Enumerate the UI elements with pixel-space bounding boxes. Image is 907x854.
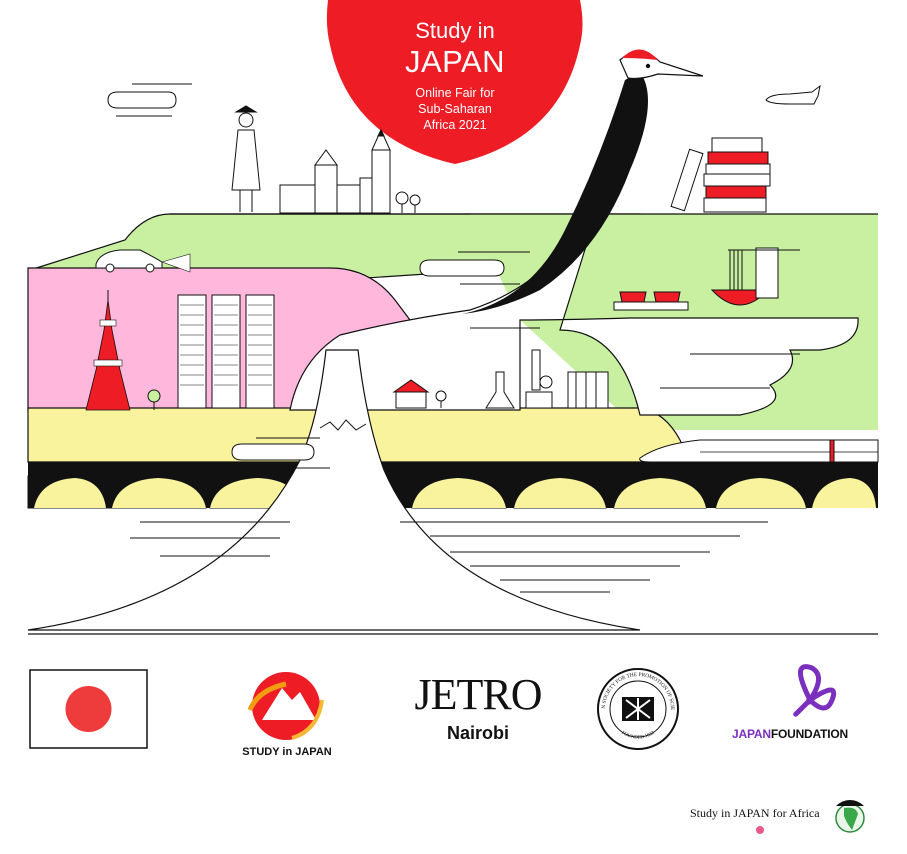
japan-foundation-label-b: FOUNDATION xyxy=(770,727,848,741)
apartment-towers-icon xyxy=(177,294,275,409)
badge-title-line2: JAPAN xyxy=(404,44,506,79)
japan-flag-icon xyxy=(29,669,148,749)
jsps-seal-icon xyxy=(597,668,679,750)
study-in-japan-logo-icon xyxy=(247,672,324,740)
tree-icon xyxy=(147,389,161,410)
small-trees-icon xyxy=(395,191,421,213)
badge-subtitle-line1: Online Fair for xyxy=(415,86,495,100)
svg-text:FOUNDED 1932: FOUNDED 1932 xyxy=(620,730,656,740)
ramen-bowl-icon xyxy=(710,247,800,306)
japan-foundation-label-a: JAPAN xyxy=(732,727,771,741)
airplane-icon xyxy=(765,84,821,105)
jetro-logo-city: Nairobi xyxy=(446,723,509,743)
sun-badge xyxy=(326,0,583,164)
bullet-train-icon xyxy=(639,439,879,463)
water-lines xyxy=(130,521,768,593)
pencil-icon xyxy=(371,128,391,214)
cloud-icon xyxy=(107,83,530,469)
bento-bowls-icon xyxy=(613,291,689,311)
jsps-founded-label: FOUNDED 1932 xyxy=(620,730,656,740)
bridge-deck xyxy=(28,462,878,476)
badge-subtitle: Online Fair for Sub-Saharan Africa 2021 xyxy=(330,85,580,133)
school-house-icon xyxy=(392,379,447,409)
japan-foundation-label: JAPANFOUNDATION xyxy=(720,727,860,741)
books-icon xyxy=(670,137,771,213)
badge-subtitle-line3: Africa 2021 xyxy=(423,118,487,132)
badge-title-line1: Study in xyxy=(415,18,495,43)
jsps-ring-label: JAPAN SOCIETY FOR THE PROMOTION OF SCIEN… xyxy=(597,668,675,710)
study-in-japan-logo-label: STUDY in JAPAN xyxy=(242,746,332,758)
japan-foundation-butterfly-icon xyxy=(793,664,837,717)
jetro-logo-wordmark: JETRO xyxy=(414,670,543,719)
cherry-blossom-icon xyxy=(756,826,764,834)
badge-subtitle-line2: Sub-Saharan xyxy=(418,102,492,116)
wing-lines xyxy=(470,327,800,389)
crane-crown xyxy=(622,49,658,60)
tokyo-tower-icon xyxy=(85,290,131,411)
africa-globe-icon xyxy=(835,800,865,833)
fuji-snow xyxy=(319,419,367,431)
study-in-japan-for-africa-label: Study in JAPAN for Africa xyxy=(690,806,820,820)
svg-text:JAPAN SOCIETY FOR THE PROMOTIO: JAPAN SOCIETY FOR THE PROMOTION OF SCIEN… xyxy=(597,668,675,710)
car-icon xyxy=(95,249,191,273)
jsps-ring-text: JAPAN SOCIETY FOR THE PROMOTION OF SCIEN… xyxy=(597,668,675,741)
graduate-icon xyxy=(231,105,261,212)
lab-equipment-icon xyxy=(485,349,609,409)
crane-neck-black xyxy=(462,72,648,314)
university-building-icon xyxy=(279,149,381,214)
mount-fuji xyxy=(27,349,641,631)
